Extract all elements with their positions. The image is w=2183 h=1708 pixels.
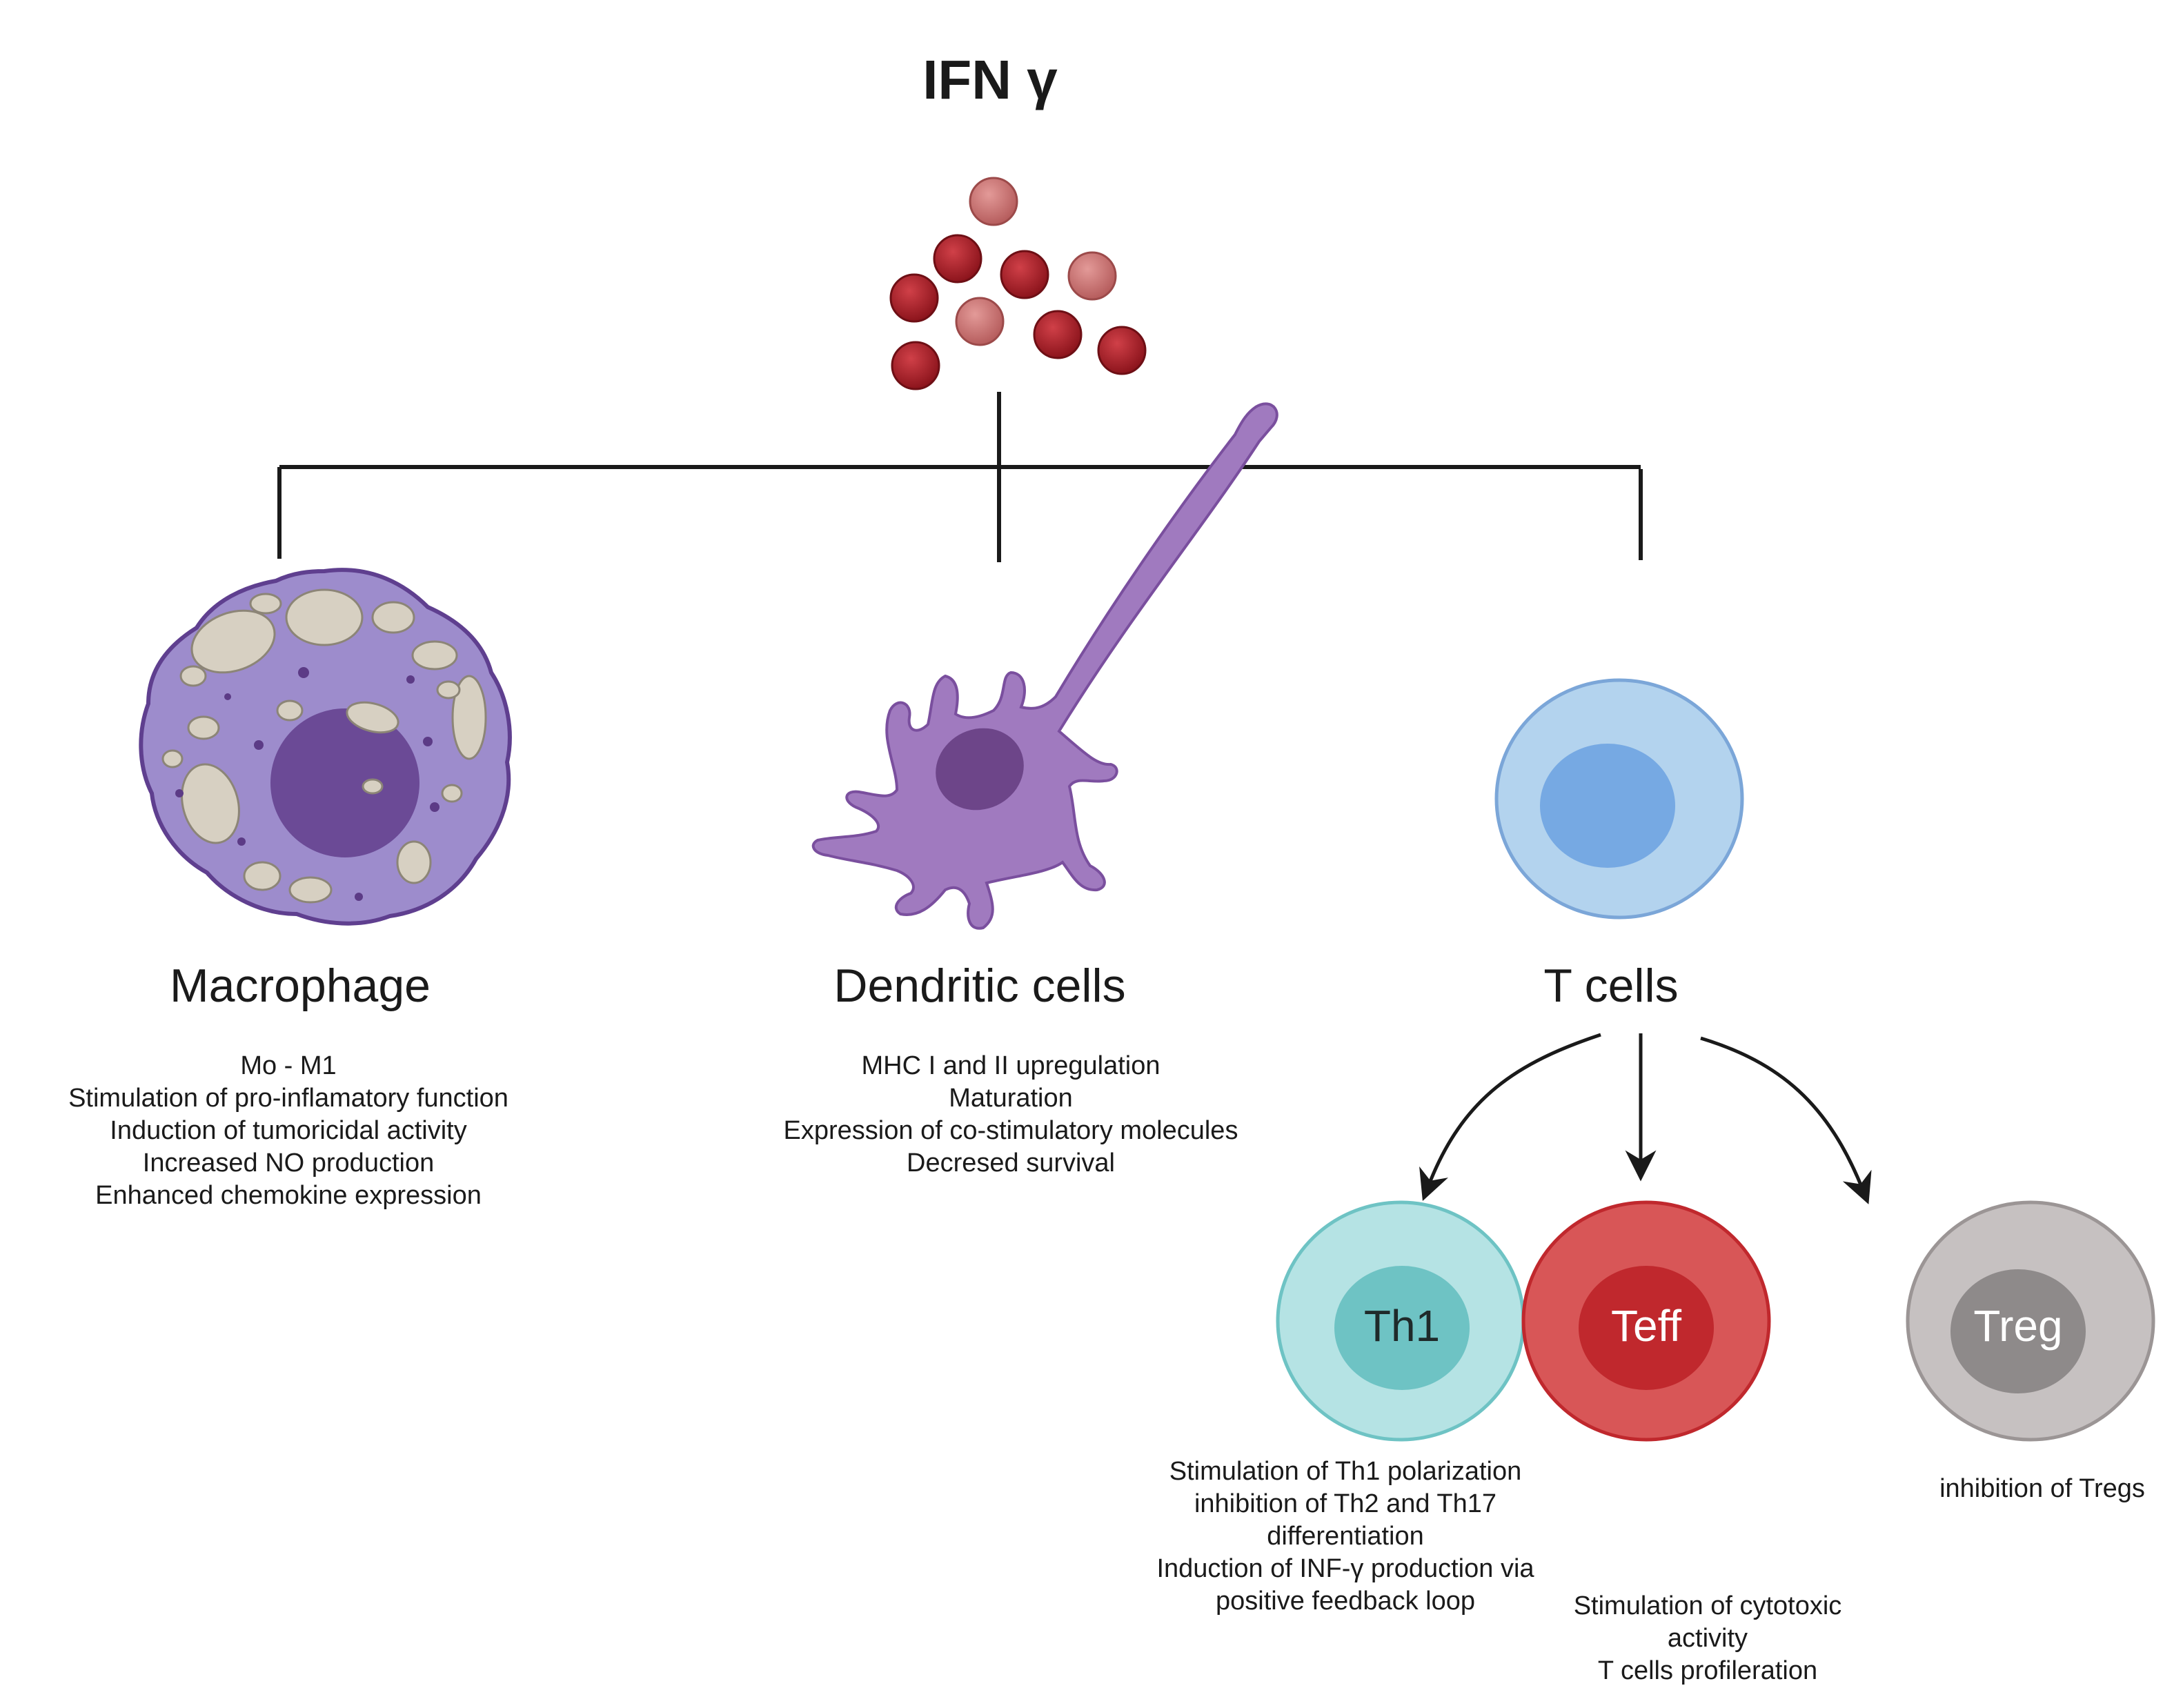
effect-line: Induction of tumoricidal activity	[110, 1116, 467, 1145]
effect-line: MHC I and II upregulation	[861, 1051, 1160, 1080]
diagram-title: IFN γ	[922, 49, 1058, 110]
effect-line: activity	[1667, 1624, 1748, 1653]
effect-line: Enhanced chemokine expression	[95, 1181, 482, 1210]
teff-cell	[1521, 1200, 1771, 1442]
effect-line: Expression of co-stimulatory molecules	[783, 1116, 1238, 1145]
effect-line: Mo - M1	[240, 1051, 337, 1080]
effect-line: Increased NO production	[142, 1149, 435, 1178]
effect-line: Stimulation of cytotoxic	[1573, 1591, 1842, 1620]
t-cell-arrows	[1419, 1033, 1872, 1204]
ifn-molecule	[969, 177, 1018, 226]
effect-line: Induction of INF-γ production via	[1156, 1554, 1534, 1583]
macrophage-cell	[139, 568, 512, 926]
effect-line: Stimulation of pro-inflamatory function	[68, 1084, 508, 1113]
teff-effects: Stimulation of cytotoxic activity T cell…	[1501, 1590, 1915, 1687]
effect-line: inhibition of Th2 and Th17	[1194, 1489, 1497, 1518]
dendritic-effects: MHC I and II upregulation Maturation Exp…	[724, 1050, 1297, 1180]
effect-line: Decresed survival	[907, 1149, 1115, 1178]
th1-effects: Stimulation of Th1 polarization inhibiti…	[1063, 1456, 1628, 1618]
effect-line: Stimulation of Th1 polarization	[1169, 1457, 1522, 1486]
macrophage-effects: Mo - M1 Stimulation of pro-inflamatory f…	[12, 1050, 564, 1212]
effect-line: inhibition of Tregs	[1939, 1474, 2145, 1503]
effect-line: T cells profileration	[1597, 1656, 1818, 1685]
effect-line: Maturation	[949, 1084, 1073, 1113]
ifn-molecule	[1097, 326, 1147, 375]
ifn-gamma-molecules	[889, 177, 1147, 390]
dendritic-cell	[811, 402, 1278, 930]
treg-effects: inhibition of Tregs	[1904, 1473, 2180, 1505]
ifn-molecule	[1033, 310, 1083, 359]
th1-label: Th1	[1363, 1301, 1441, 1351]
th1-cell	[1276, 1200, 1525, 1442]
ifn-molecule	[1067, 251, 1117, 301]
t-cells-label: T cells	[1543, 960, 1679, 1012]
treg-cell	[1906, 1200, 2155, 1442]
dendritic-cells-label: Dendritic cells	[833, 960, 1126, 1012]
ifn-molecule	[891, 341, 940, 390]
effect-line: differentiation	[1267, 1522, 1424, 1551]
ifn-molecule	[889, 273, 939, 323]
connector-lines	[277, 392, 1643, 562]
treg-label: Treg	[1973, 1301, 2063, 1351]
ifn-molecule	[933, 234, 982, 284]
effect-line: positive feedback loop	[1215, 1587, 1476, 1616]
ifn-molecule	[955, 297, 1005, 346]
t-cell	[1494, 678, 1744, 920]
teff-label: Teff	[1611, 1301, 1681, 1351]
macrophage-label: Macrophage	[169, 960, 431, 1012]
ifn-molecule	[1000, 250, 1049, 299]
